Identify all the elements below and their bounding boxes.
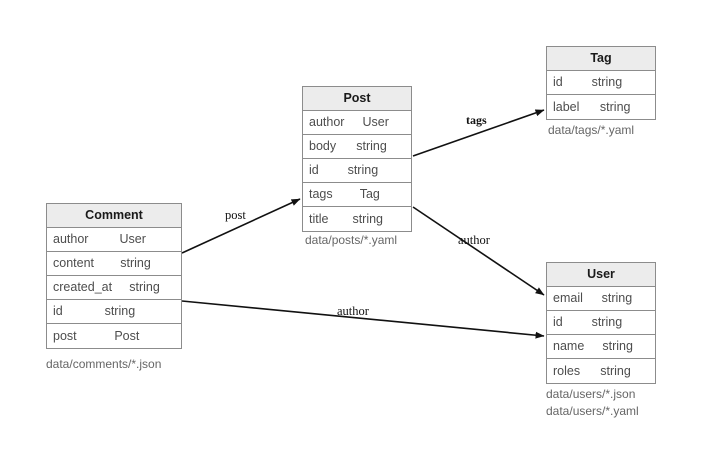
entity-title-post: Post (303, 87, 411, 111)
relation-line-post-user (412, 206, 545, 296)
field-row[interactable]: email string (547, 287, 655, 311)
field-name: tags (309, 187, 333, 201)
field-type: string (591, 315, 623, 329)
field-row[interactable]: created_at string (47, 276, 181, 300)
field-row[interactable]: id string (547, 71, 655, 95)
field-type: string (352, 211, 384, 226)
field-name: label (553, 99, 580, 114)
field-type: User (119, 232, 146, 246)
field-type: string (356, 139, 387, 153)
field-row[interactable]: label string (547, 95, 655, 119)
field-name: body (309, 139, 337, 153)
field-name: author (53, 232, 89, 246)
entity-title-comment: Comment (47, 204, 181, 228)
field-type: string (602, 339, 633, 353)
caption-line: data/comments/*.json (46, 357, 162, 371)
caption-line: data/posts/*.yaml (305, 233, 398, 247)
entity-title-user: User (547, 263, 655, 287)
field-row[interactable]: author User (303, 111, 411, 135)
field-name: title (309, 211, 329, 226)
field-row[interactable]: content string (47, 252, 181, 276)
entity-caption-tag: data/tags/*.yaml (548, 122, 634, 139)
field-row[interactable]: post Post (47, 324, 181, 348)
field-name: name (553, 339, 585, 353)
caption-line: data/users/*.json (546, 387, 636, 401)
relation-label-comment-post: post (225, 208, 246, 222)
field-name: id (553, 315, 563, 329)
field-type: string (591, 75, 623, 89)
field-type: string (600, 363, 631, 378)
field-name: roles (553, 363, 581, 378)
relation-label-post-tag: tags (466, 113, 487, 127)
caption-line: data/tags/*.yaml (548, 123, 635, 137)
field-row[interactable]: body string (303, 135, 411, 159)
relation-label-comment-user: author (337, 304, 369, 318)
field-row[interactable]: title string (303, 207, 411, 231)
entity-title-tag: Tag (547, 47, 655, 71)
field-type: User (362, 115, 389, 129)
field-type: string (599, 99, 631, 114)
entity-caption-post: data/posts/*.yaml (305, 232, 397, 249)
relation-label-post-user: author (458, 233, 490, 247)
field-name: post (53, 328, 77, 343)
relation-line-comment-post (181, 198, 301, 254)
field-row[interactable]: id string (303, 159, 411, 183)
field-type: string (601, 291, 633, 305)
field-name: content (53, 256, 95, 270)
relation-line-post-tag (412, 109, 545, 157)
field-type: string (120, 256, 151, 270)
relation-line-comment-user (181, 300, 545, 339)
entity-caption-user: data/users/*.json data/users/*.yaml (546, 386, 639, 420)
field-type: string (104, 304, 136, 318)
field-name: email (553, 291, 583, 305)
field-name: id (309, 163, 319, 177)
field-name: id (53, 304, 63, 318)
entity-user[interactable]: User email string id string name string roles st… (546, 262, 656, 384)
field-row[interactable]: id string (47, 300, 181, 324)
entity-tag[interactable]: Tag id string label string (546, 46, 656, 120)
entity-caption-comment: data/comments/*.json (46, 356, 161, 373)
field-row[interactable]: tags Tag (303, 183, 411, 207)
field-type: string (129, 280, 160, 294)
field-row[interactable]: author User (47, 228, 181, 252)
field-row[interactable]: name string (547, 335, 655, 359)
field-type: Post (114, 328, 140, 343)
field-name: id (553, 75, 563, 89)
caption-line: data/users/*.yaml (546, 404, 639, 418)
field-name: created_at (53, 280, 113, 294)
field-row[interactable]: id string (547, 311, 655, 335)
field-name: author (309, 115, 345, 129)
field-row[interactable]: roles string (547, 359, 655, 383)
field-type: string (347, 163, 379, 177)
field-type: Tag (359, 187, 380, 201)
